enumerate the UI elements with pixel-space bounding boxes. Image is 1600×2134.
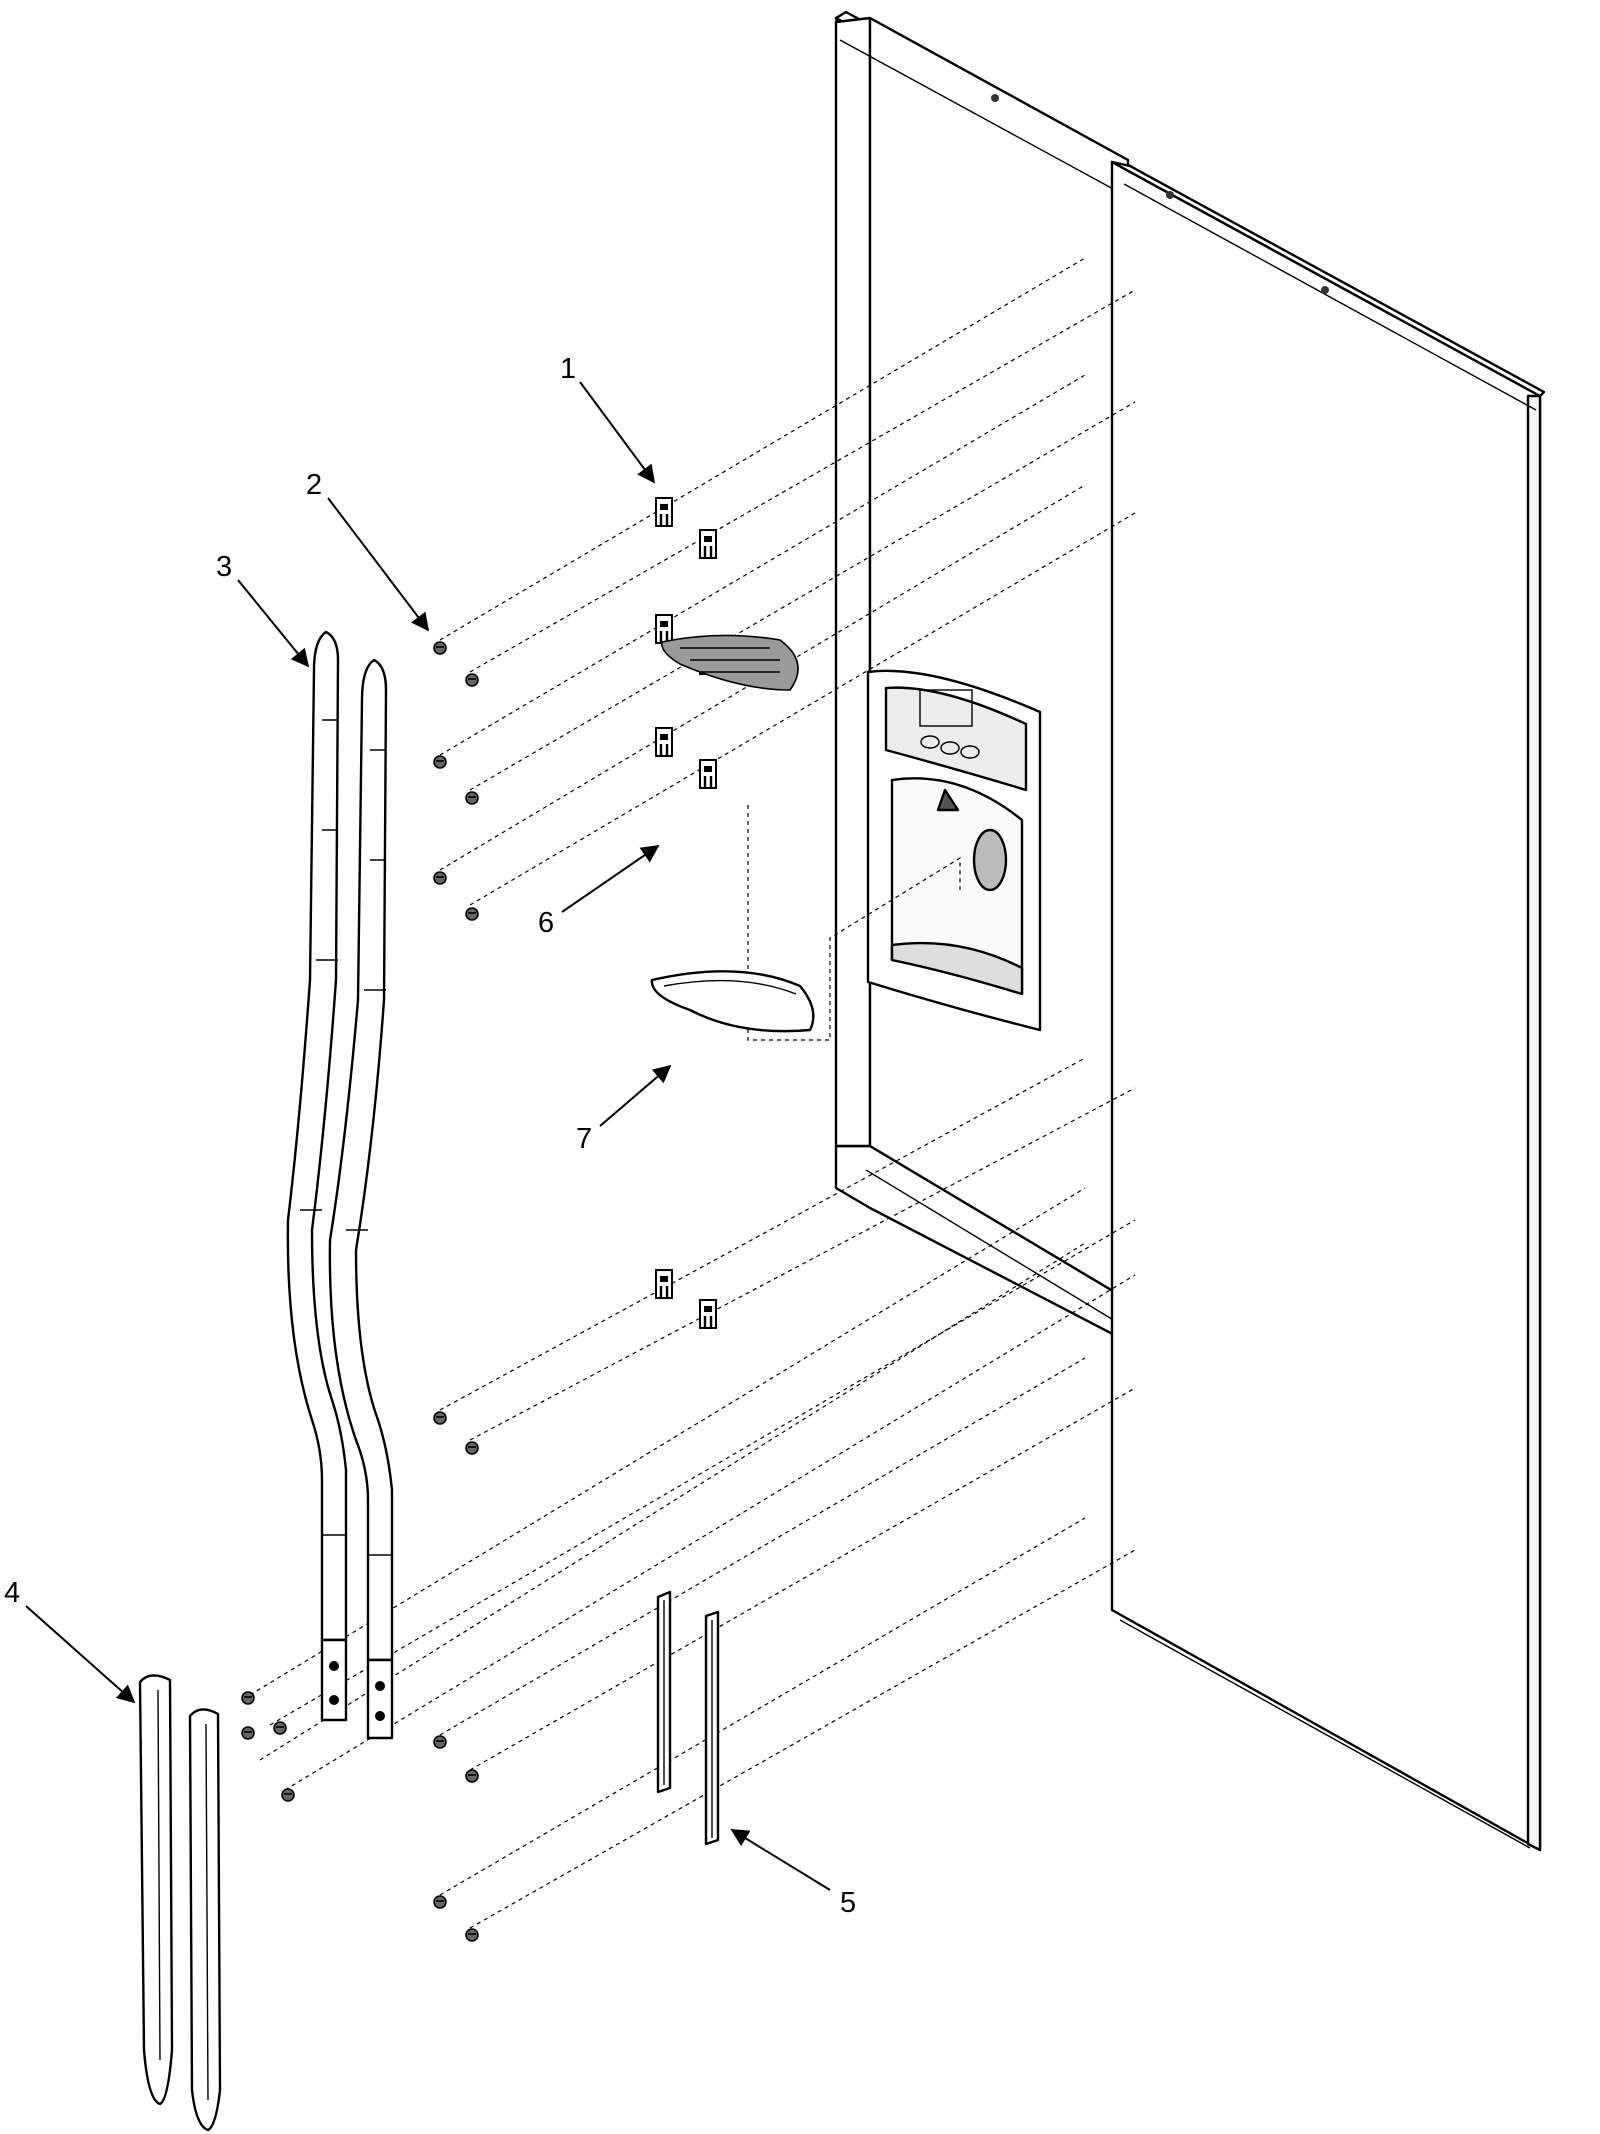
callout-2: 2 xyxy=(306,469,322,501)
bottom-brackets xyxy=(656,1590,720,1846)
mounting-clips xyxy=(654,496,718,1330)
drip-tray xyxy=(650,970,815,1033)
drip-grille xyxy=(661,634,799,691)
callout-leaders xyxy=(25,381,831,1891)
callout-5: 5 xyxy=(840,1887,856,1919)
door-handles xyxy=(286,630,394,1740)
fresh-food-door xyxy=(991,94,1546,1852)
callout-1: 1 xyxy=(560,353,576,385)
assembly-lines xyxy=(249,257,1136,1929)
callout-6: 6 xyxy=(538,907,554,939)
callout-4: 4 xyxy=(4,1577,20,1609)
callout-labels: 1 2 3 4 5 6 7 xyxy=(4,353,856,1919)
ice-water-dispenser xyxy=(866,669,1042,1032)
callout-7: 7 xyxy=(576,1123,592,1155)
handle-trim-covers xyxy=(138,1674,222,2132)
callout-3: 3 xyxy=(216,551,232,583)
